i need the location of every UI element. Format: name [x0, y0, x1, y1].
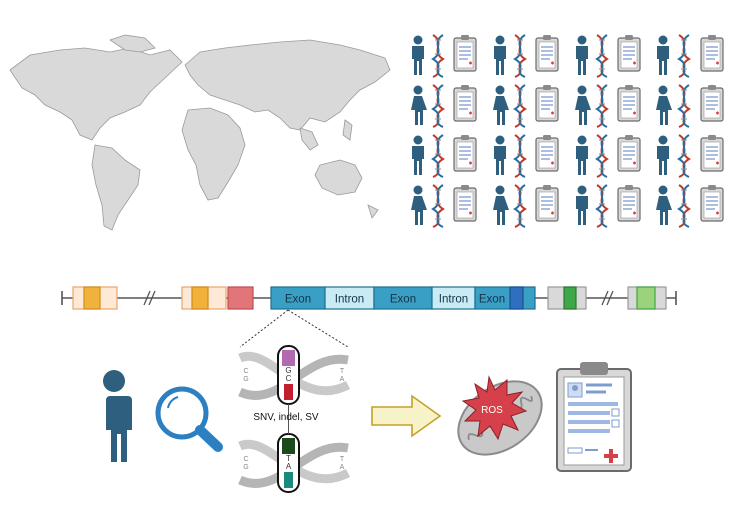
person-icon — [575, 85, 591, 125]
person-icon — [412, 35, 424, 75]
base-letter: A — [286, 462, 292, 471]
exon-block — [636, 286, 656, 310]
clipboard-icon — [617, 34, 641, 72]
person-icon — [656, 185, 672, 225]
person-icon — [657, 35, 669, 75]
exon-block — [83, 286, 101, 310]
segment-label: Intron — [439, 294, 468, 306]
segment-label: Exon — [479, 294, 505, 306]
base-letter: T — [286, 454, 291, 463]
clipboard-icon — [700, 34, 724, 72]
clipboard-icon — [556, 362, 632, 472]
segment-label: Exon — [390, 294, 416, 306]
clipboard-icon — [535, 134, 559, 172]
person-icon — [576, 185, 588, 225]
dna-helix-icon — [596, 84, 608, 128]
exon-block — [509, 286, 524, 310]
person-icon — [576, 35, 588, 75]
person-icon — [494, 35, 506, 75]
person-icon — [412, 135, 424, 175]
clipboard-icon — [700, 134, 724, 172]
base-letter: G — [243, 464, 248, 471]
base-letter: C — [243, 456, 248, 463]
base-letter: G — [285, 366, 291, 375]
clipboard-icon — [617, 134, 641, 172]
dna-helix-icon — [678, 134, 690, 178]
dna-helix-icon — [514, 134, 526, 178]
clipboard-icon — [535, 34, 559, 72]
base-letter: T — [340, 456, 345, 463]
clipboard-icon — [453, 134, 477, 172]
dna-helix-icon — [238, 345, 351, 493]
dna-helix-icon — [596, 34, 608, 78]
clipboard-icon — [700, 184, 724, 222]
person-icon — [493, 185, 509, 225]
base-letter: C — [286, 374, 292, 383]
base-letter: T — [340, 368, 345, 375]
variant-caption: SNV, indel, SV — [253, 412, 319, 423]
clipboard-icon — [453, 34, 477, 72]
ros-burst — [461, 375, 528, 441]
exon-block — [227, 286, 254, 310]
exon-block — [563, 286, 577, 310]
clipboard-icon — [700, 84, 724, 122]
clipboard-icon — [453, 84, 477, 122]
dna-helix-icon — [514, 34, 526, 78]
dna-helix-icon — [596, 134, 608, 178]
segment-label: Intron — [335, 294, 364, 306]
person-icon — [576, 135, 588, 175]
magnifier-icon — [155, 386, 223, 452]
clipboard-icon — [617, 84, 641, 122]
clipboard-icon — [453, 184, 477, 222]
ros-label: ROS — [481, 405, 503, 416]
clipboard-icon — [617, 184, 641, 222]
exon-block — [191, 286, 209, 310]
clipboard-icon — [535, 184, 559, 222]
arrow-right-icon — [371, 394, 442, 438]
dna-helix-icon — [432, 134, 444, 178]
dna-helix-icon — [514, 184, 526, 228]
person-icon — [657, 135, 669, 175]
person-icon — [411, 185, 427, 225]
dna-helix-icon — [432, 84, 444, 128]
base-letter: C — [243, 368, 248, 375]
base-letter: A — [340, 376, 345, 383]
dna-helix-icon — [432, 184, 444, 228]
dna-helix-icon — [678, 184, 690, 228]
world-map-icon — [9, 34, 391, 231]
base-letter: A — [340, 464, 345, 471]
cohort-grid — [411, 34, 724, 228]
person-icon — [656, 85, 672, 125]
person-icon — [411, 85, 427, 125]
dna-helix-icon — [596, 184, 608, 228]
clipboard-icon — [535, 84, 559, 122]
gene-structure: Exon Intron Exon Intron Exon — [61, 286, 677, 348]
base-letter: G — [243, 376, 248, 383]
person-icon — [493, 85, 509, 125]
dna-helix-icon — [678, 84, 690, 128]
person-icon — [100, 370, 132, 462]
person-icon — [494, 135, 506, 175]
mitochondrion-icon — [457, 375, 543, 456]
dna-helix-icon — [678, 34, 690, 78]
dna-helix-icon — [514, 84, 526, 128]
segment-label: Exon — [285, 294, 311, 306]
dna-helix-icon — [432, 34, 444, 78]
